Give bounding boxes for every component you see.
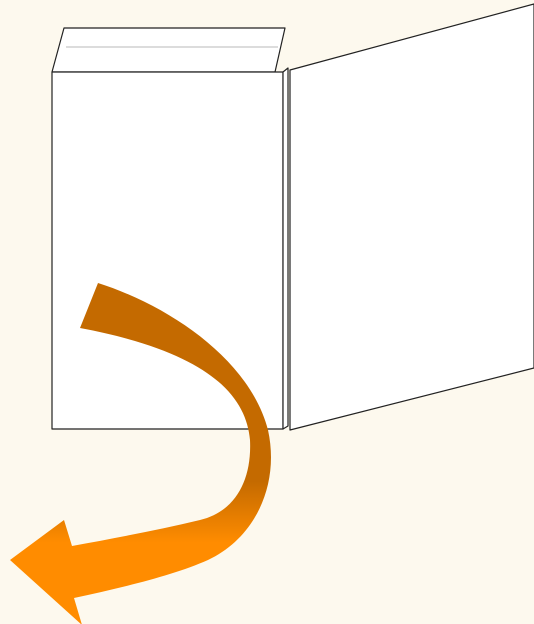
envelope-flap	[51, 27, 286, 73]
turn-arrow-icon	[10, 283, 271, 624]
envelope-back-panel	[289, 3, 534, 431]
envelope-front	[51, 71, 284, 430]
envelope-spine	[282, 67, 289, 430]
